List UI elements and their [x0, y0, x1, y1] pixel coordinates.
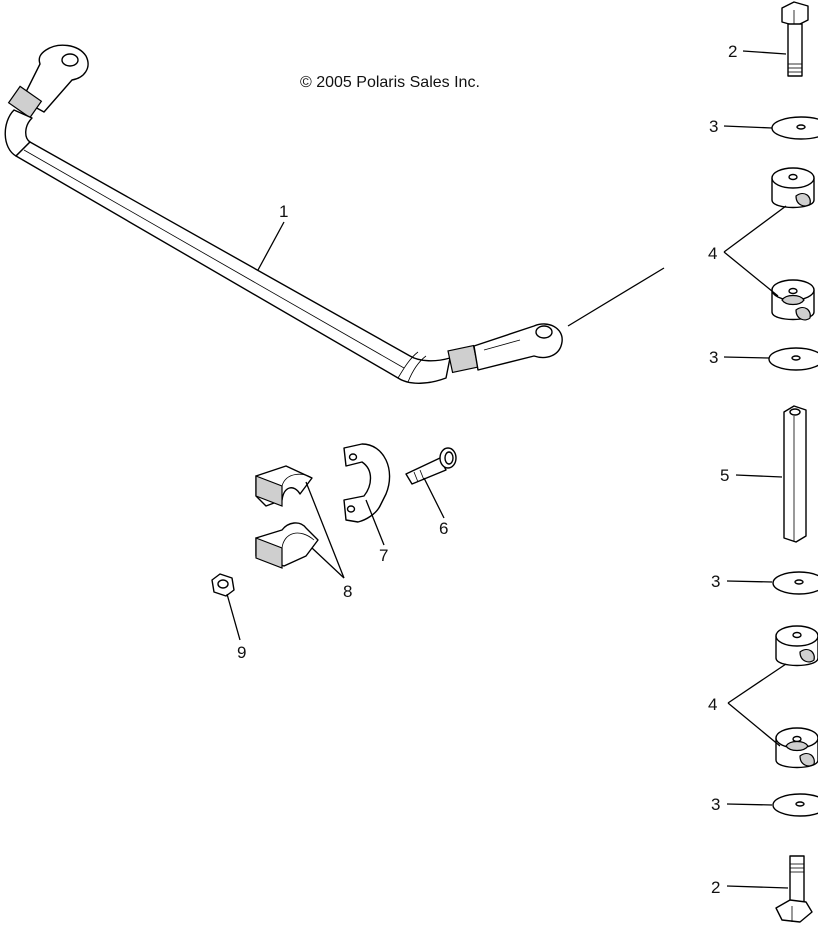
bushing-half-upper — [255, 465, 313, 507]
callout-4-bottom-leader-a — [727, 663, 787, 704]
callout-5: 5 — [720, 466, 729, 485]
callout-2-top: 2 — [728, 42, 737, 61]
callout-3-b: 3 — [709, 348, 718, 367]
callout-2-bottom: 2 — [711, 878, 720, 897]
callout-4-bottom: 4 — [708, 695, 717, 714]
lock-nut — [211, 573, 235, 597]
washer-a — [771, 116, 818, 140]
washer-c — [772, 571, 818, 595]
stabilizer-bar — [4, 44, 563, 384]
callout-4-top-leader-a — [723, 205, 787, 253]
callout-6-leader — [423, 477, 445, 519]
washer-d — [772, 793, 818, 817]
callout-1: 1 — [279, 202, 288, 221]
callout-7-leader — [365, 499, 385, 546]
callout-4-bottom-leader-b — [727, 702, 781, 747]
callout-3-a: 3 — [709, 117, 718, 136]
bushing-half-lower — [255, 522, 319, 569]
bushing-bottom-lower — [775, 727, 818, 769]
bolt-top — [781, 1, 809, 77]
flange-bolt — [405, 447, 457, 485]
callout-7: 7 — [379, 546, 388, 565]
bushing-bottom-upper — [775, 625, 818, 667]
callout-1-leader — [257, 221, 285, 271]
bar-leader-line — [567, 267, 665, 327]
callout-9: 9 — [237, 643, 246, 662]
callout-8-leader-a — [305, 481, 345, 579]
callout-6: 6 — [439, 519, 448, 538]
callout-2-top-leader — [742, 50, 787, 55]
copyright-text: © 2005 Polaris Sales Inc. — [300, 74, 480, 91]
callout-8: 8 — [343, 582, 352, 601]
bushing-top-upper — [771, 167, 815, 209]
callout-2-bottom-leader — [726, 885, 789, 889]
callout-3-a-leader — [723, 125, 773, 129]
bracket-clamp — [343, 443, 391, 523]
callout-3-c-leader — [726, 580, 773, 583]
callout-8-leader-b — [311, 547, 345, 579]
callout-3-b-leader — [723, 356, 770, 359]
callout-9-leader — [226, 593, 241, 641]
callout-4-top: 4 — [708, 244, 717, 263]
washer-b — [768, 347, 818, 371]
callout-3-c: 3 — [711, 572, 720, 591]
spacer-tube — [783, 405, 807, 543]
callout-4-top-leader-b — [723, 251, 779, 297]
bushing-top-lower — [771, 279, 815, 321]
callout-3-d: 3 — [711, 795, 720, 814]
callout-3-d-leader — [726, 803, 773, 806]
callout-5-leader — [735, 474, 783, 478]
bolt-bottom — [775, 855, 813, 923]
